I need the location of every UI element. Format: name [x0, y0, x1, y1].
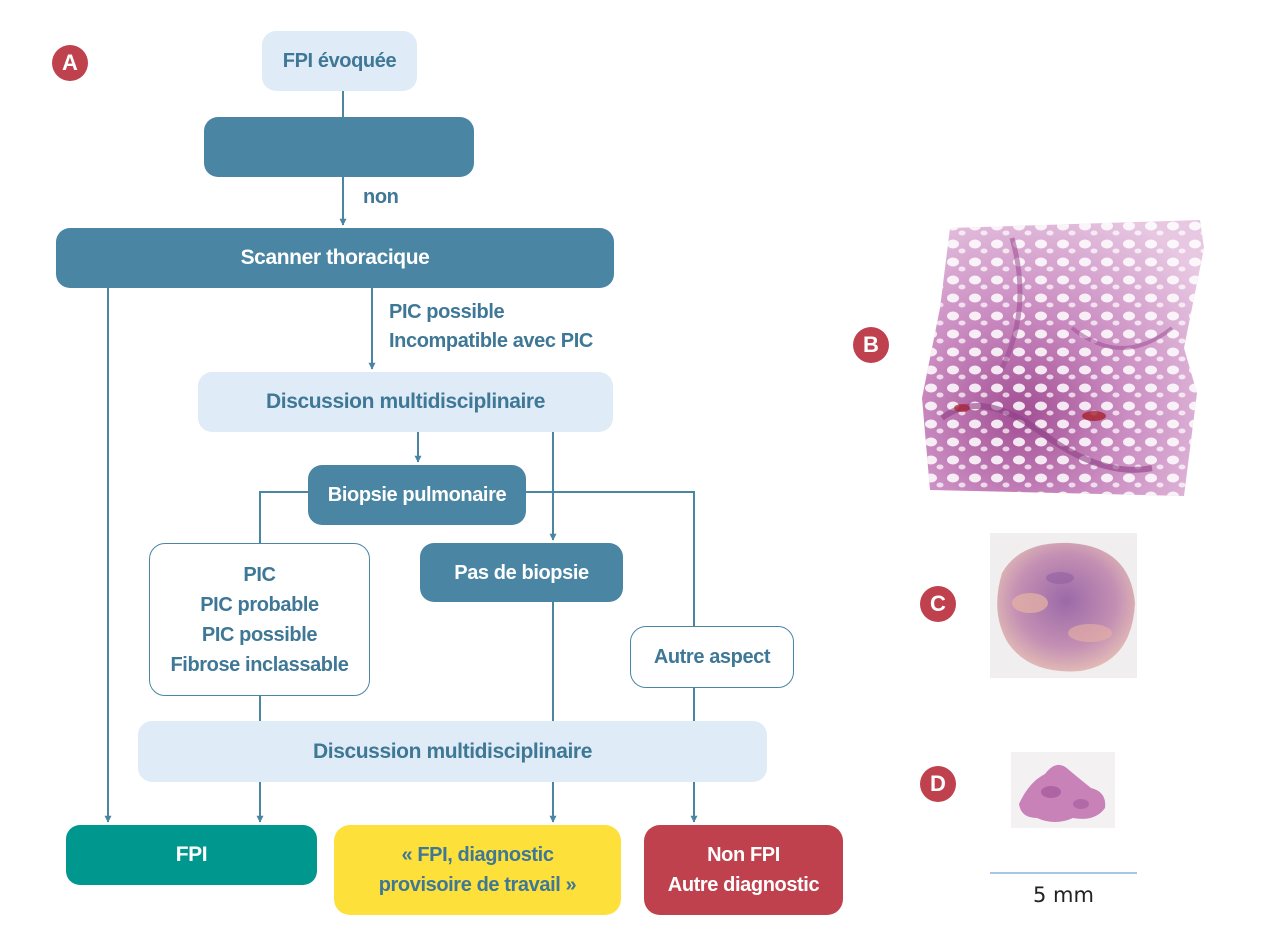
histology-image-b: [922, 220, 1204, 496]
node-biopsie-pulmonaire: Biopsie pulmonaire: [308, 465, 526, 525]
node-scanner-thoracique: Scanner thoracique: [56, 228, 614, 288]
node-pic-list: PIC PIC probable PIC possible Fibrose in…: [149, 543, 370, 696]
outcome-provisional: « FPI, diagnostic provisoire de travail …: [334, 825, 621, 915]
connector-biopsie-to-autre: [526, 491, 695, 626]
node-fpi-evoquee: FPI évoquée: [262, 31, 417, 91]
histology-image-d: [1011, 752, 1115, 828]
panel-badge-d: D: [920, 766, 956, 802]
outcome-non-fpi: Non FPI Autre diagnostic: [644, 825, 843, 915]
pic-item-possible: PIC possible: [201, 623, 318, 646]
pic-item-probable: PIC probable: [200, 593, 319, 616]
pic-item-pic: PIC: [243, 563, 276, 586]
connector-biopsie-to-pic: [259, 491, 308, 543]
edge-label-scanner-outcomes: PIC possible Incompatible avec PIC: [389, 298, 593, 356]
panel-badge-a: A: [52, 45, 88, 81]
edge-label-incompatible: Incompatible avec PIC: [389, 330, 593, 352]
outcome-non-fpi-line-2: Autre diagnostic: [667, 874, 820, 896]
node-discussion-multidisciplinaire-2: Discussion multidisciplinaire: [138, 721, 767, 782]
node-discussion-multidisciplinaire-1: Discussion multidisciplinaire: [198, 372, 613, 432]
panel-badge-b: B: [853, 327, 889, 363]
scale-bar-label: 5 mm: [1033, 883, 1094, 907]
outcome-fpi: FPI: [66, 825, 317, 885]
edge-label-non: non: [363, 186, 399, 208]
outcome-provisional-line-2: provisoire de travail »: [378, 874, 577, 896]
panel-badge-c: C: [920, 586, 956, 622]
pic-item-fibrose: Fibrose inclassable: [170, 653, 349, 676]
node-pas-de-biopsie: Pas de biopsie: [420, 543, 623, 602]
outcome-provisional-line-1: « FPI, diagnostic: [401, 844, 554, 866]
histology-image-c: [990, 533, 1137, 678]
edge-label-pic-possible: PIC possible: [389, 301, 505, 323]
outcome-non-fpi-line-1: Non FPI: [707, 844, 780, 866]
node-unlabeled: [204, 117, 474, 177]
node-autre-aspect: Autre aspect: [630, 626, 794, 688]
